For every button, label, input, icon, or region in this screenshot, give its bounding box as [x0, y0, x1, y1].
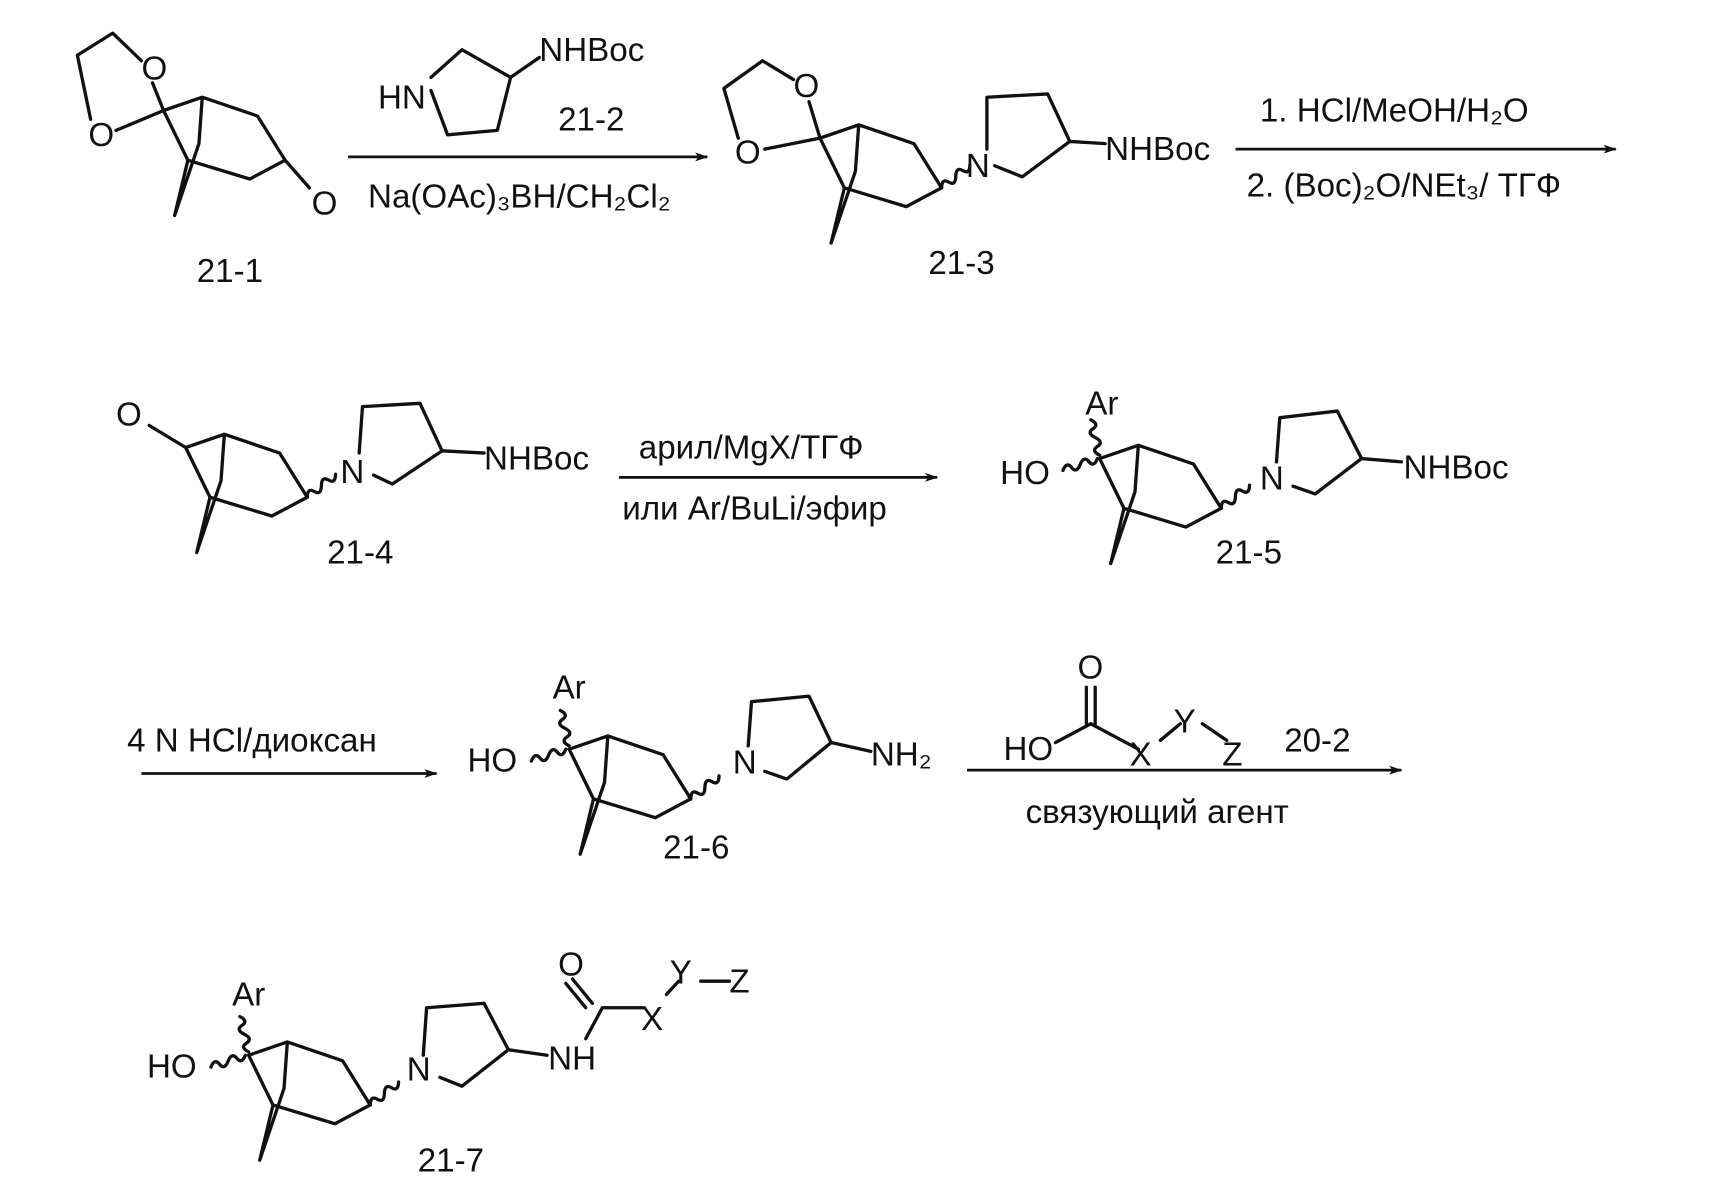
reagent-text: Na(OAc)₃BH/CH₂Cl₂ [368, 179, 671, 216]
atom-n: N [733, 744, 757, 781]
compound-label: 21-4 [327, 535, 393, 572]
atom-n: N [340, 454, 364, 491]
atom-ar: Ar [553, 669, 586, 706]
atom-z: Z [729, 963, 749, 1000]
atom-n: N [966, 148, 990, 185]
reagent-text: 1. HCl/MeOH/H₂O [1260, 93, 1529, 130]
reagent-text: 2. (Boc)₂O/NEt₃/ ТГФ [1247, 168, 1561, 205]
atom-hn: HN [378, 79, 426, 116]
atom-o: O [88, 117, 114, 154]
atom-o: O [794, 68, 820, 105]
compound-label: 20-2 [1284, 722, 1350, 759]
reaction-step-1: Na(OAc)₃BH/CH₂Cl₂ [348, 157, 707, 216]
compound-20-2: O HO X Y Z 20-2 [1003, 649, 1350, 773]
compound-label: 21-2 [558, 101, 624, 138]
atom-z: Z [1222, 737, 1242, 774]
compound-21-2: HN NHBoc 21-2 [378, 32, 644, 139]
atom-n: N [1260, 461, 1284, 498]
reagent-text: или Ar/BuLi/эфир [622, 490, 887, 527]
atom-o: O [735, 135, 761, 172]
atom-o: O [1078, 649, 1104, 686]
atom-ho: HO [467, 742, 517, 779]
atom-x: X [641, 1001, 663, 1038]
atom-y: Y [1174, 704, 1196, 741]
atom-nhboc: NHBoc [1404, 449, 1509, 486]
atom-nhboc: NHBoc [484, 441, 589, 478]
atom-n: N [407, 1052, 431, 1089]
atom-ho: HO [147, 1048, 197, 1085]
compound-21-3: O O N NHBoc 21-3 [724, 61, 1210, 282]
atom-nhboc: NHBoc [1105, 131, 1210, 168]
compound-21-4: O N NHBoc 21-4 [116, 396, 589, 571]
reagent-text: арил/MgX/ТГФ [639, 430, 864, 467]
atom-ho: HO [1003, 731, 1053, 768]
atom-o: O [558, 947, 584, 984]
atom-nh: NH [548, 1041, 596, 1078]
atom-ho: HO [1000, 455, 1050, 492]
atom-ar: Ar [232, 977, 265, 1014]
atom-y: Y [670, 954, 692, 991]
atom-o: O [116, 396, 142, 433]
compound-label: 21-3 [928, 245, 994, 282]
atom-x: X [1129, 737, 1151, 774]
compound-21-5: Ar HO N NHBoc 21-5 [1000, 385, 1508, 571]
atom-ar: Ar [1085, 385, 1118, 422]
atom-o: O [141, 51, 167, 88]
compound-label: 21-5 [1216, 535, 1282, 572]
reaction-step-5: связующий агент [967, 770, 1401, 831]
compound-21-1: O O O 21-1 [77, 33, 337, 290]
atom-nhboc: NHBoc [539, 32, 644, 69]
atom-o: O [312, 185, 338, 222]
compound-label: 21-6 [663, 830, 729, 867]
reagent-text: связующий агент [1026, 794, 1289, 831]
atom-nh2: NH₂ [871, 737, 932, 774]
compound-21-6: Ar HO N NH₂ 21-6 [467, 669, 931, 866]
compound-label: 21-7 [418, 1142, 484, 1179]
reagent-text: 4 N HCl/диоксан [127, 722, 377, 759]
compound-21-7: Ar HO N NH O X Y Z 21-7 [147, 947, 750, 1180]
reaction-step-4: 4 N HCl/диоксан [127, 722, 436, 773]
compound-label: 21-1 [197, 253, 263, 290]
reaction-step-3: арил/MgX/ТГФ или Ar/BuLi/эфир [619, 430, 937, 528]
reaction-step-2: 1. HCl/MeOH/H₂O 2. (Boc)₂O/NEt₃/ ТГФ [1236, 93, 1616, 205]
